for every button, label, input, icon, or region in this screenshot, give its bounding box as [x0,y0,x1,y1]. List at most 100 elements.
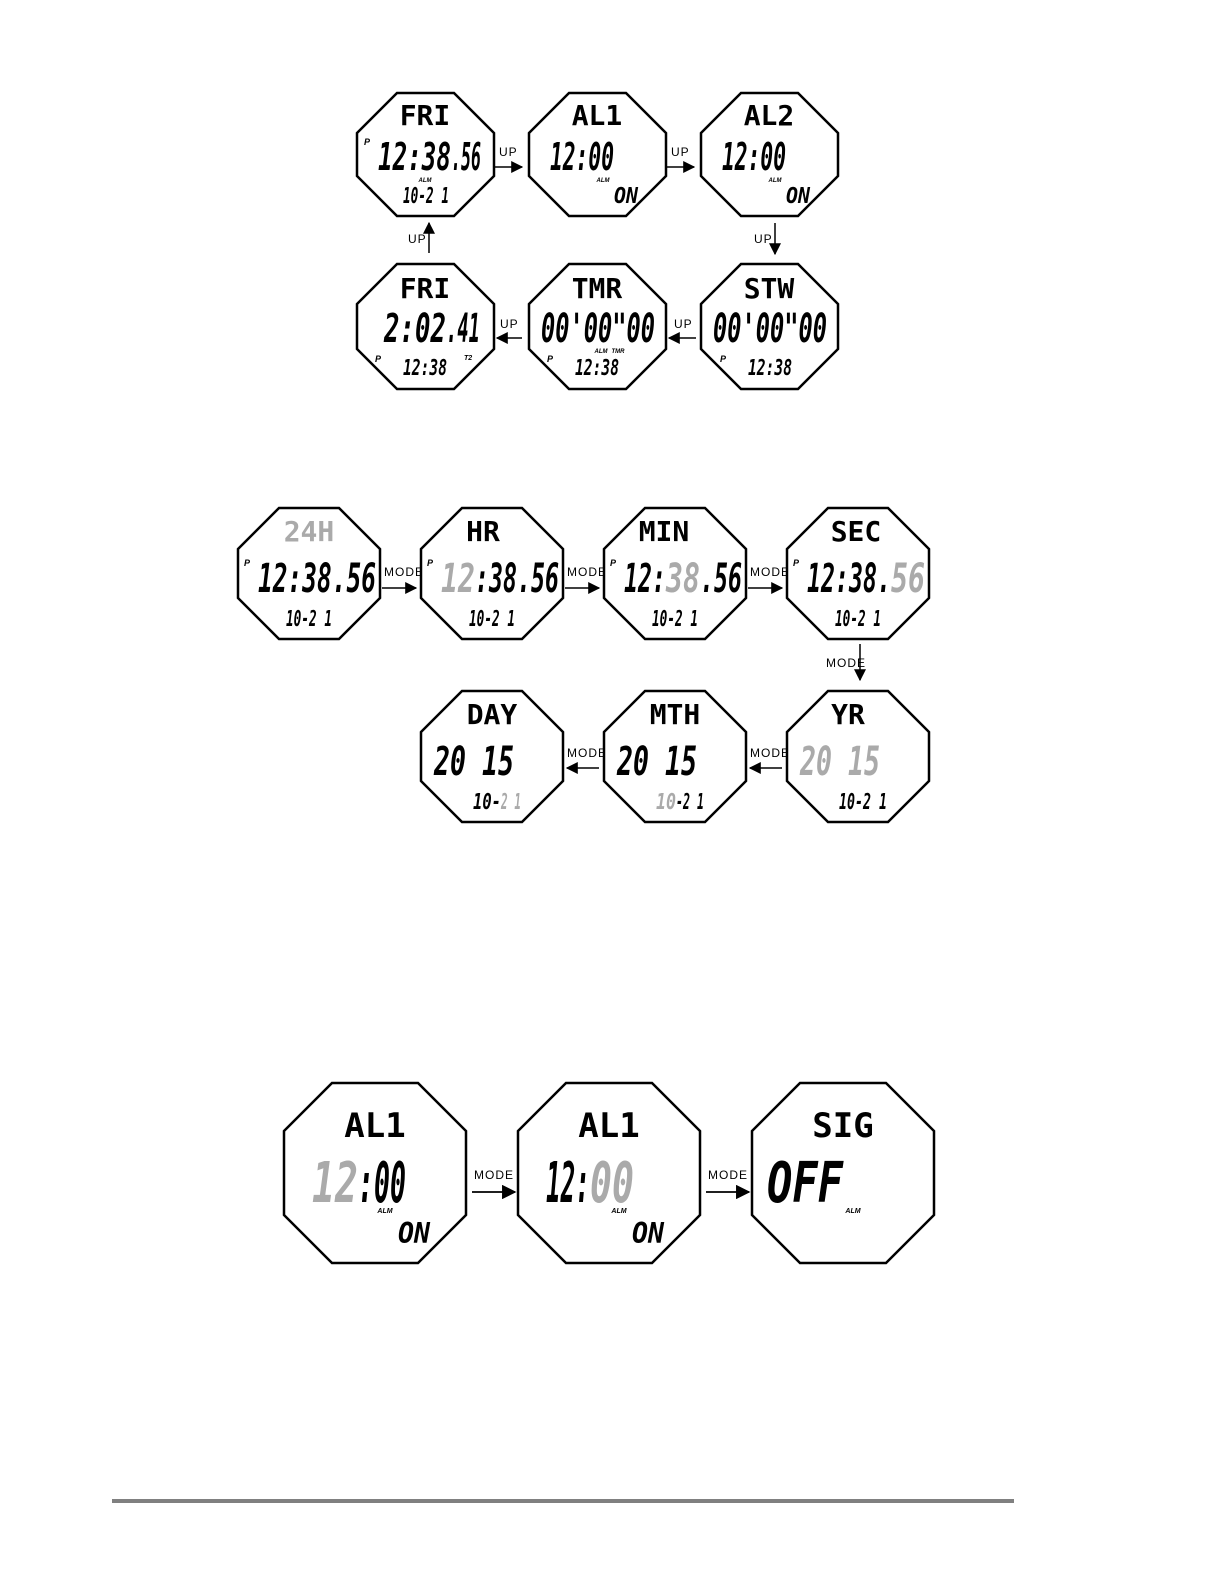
alarm-state: ON [786,184,811,209]
second-digits: 56 [891,556,925,602]
setting-label: MIN [639,515,690,548]
timer-digits: 00'00"00 [541,306,655,352]
time-hm: 2:02 [383,306,446,352]
hour-digits: 12: [624,556,666,602]
display-set-month: MTH 20 15 10 -2 1 [602,689,748,824]
sub-time: 12:38 [748,356,792,381]
tmr-indicator: TMR [612,349,626,355]
time: 12:38.56 [258,556,376,602]
arrow-label-up: UP [671,145,690,159]
pm-indicator: P [793,558,800,568]
stopwatch-digits: 00'00"00 [713,306,827,352]
rest-digits: :38.56 [475,556,559,602]
month-digits: 10- [473,790,501,815]
arrow-label-mode: MODE [826,656,866,670]
display-alarm-set-minute: AL1 12: 00 ALM ON [516,1081,702,1265]
arrow-label-mode: MODE [750,746,790,760]
format-label: 24H [284,515,335,548]
day-label: FRI [400,272,451,305]
year-digits: 20 15 [433,739,514,785]
alarm-label: AL2 [744,99,795,132]
display-set-minute: MIN P 12: 38 .56 10-2 1 [602,506,748,641]
display-set-hour: HR P 12 :38.56 10-2 1 [419,506,565,641]
setting-label: DAY [467,698,518,731]
hour-digits: 12: [546,1151,590,1216]
alarm-state: ON [632,1217,665,1250]
alm-indicator: ALM [768,178,783,184]
alarm-state: ON [398,1217,431,1250]
display-fri-dual-time: FRI 2:02 .41 P 12:38 T2 [355,262,496,391]
alm-indicator: ALM [418,178,433,184]
alm-indicator: ALM [376,1208,392,1215]
date: 10-2 1 [652,607,698,632]
mode-label: STW [744,272,795,305]
arrow-label-up: UP [500,317,519,331]
date: 10-2 1 [403,184,449,209]
arrow-label-mode: MODE [384,565,424,579]
pm-indicator: P [427,558,434,568]
minute-digits: 38 [665,556,700,602]
hm-digits: 12:38. [807,556,891,602]
signal-label: SIG [812,1106,873,1146]
year-digits: 20 15 [616,739,697,785]
display-set-day: DAY 20 15 10- 2 1 [419,689,565,824]
t2-indicator: T2 [464,355,472,362]
alarm-label: AL1 [344,1106,405,1146]
minute-digits: 00 [590,1151,634,1216]
setting-label: HR [466,515,500,548]
display-set-24h: 24H P 12:38.56 10-2 1 [236,506,382,641]
mode-label: TMR [572,272,623,305]
pm-indicator: P [610,558,617,568]
arrow-label-up: UP [674,317,693,331]
arrow-label-mode: MODE [567,746,607,760]
pm-indicator: P [720,354,727,364]
display-alarm-signal: SIG OFF ALM [750,1081,936,1265]
display-fri-time: FRI P 12:38 .56 ALM 10-2 1 [355,91,496,218]
display-timer: TMR 00'00"00 ALM TMR P 12:38 [527,262,668,391]
time-seconds: .41 [446,306,480,352]
pm-indicator: P [375,354,382,364]
hour-digits: 12 [312,1151,358,1216]
date: 10-2 1 [835,607,881,632]
day-digits: 2 1 [500,790,521,815]
arrow-label-up: UP [754,232,773,246]
display-alarm-set-hour: AL1 12 :00 ALM ON [282,1081,468,1265]
arrow-label-mode: MODE [750,565,790,579]
alarm-label: AL1 [572,99,623,132]
date: 10-2 1 [286,607,332,632]
time-hm: 12:38 [378,135,451,179]
alm-indicator: ALM [594,349,609,355]
display-set-second: SEC P 12:38. 56 10-2 1 [785,506,931,641]
alarm-state: ON [614,184,639,209]
month-digits: 10 [656,790,676,815]
hour-digits: 12 [441,556,475,602]
date: 10-2 1 [839,790,887,815]
arrow-label-mode: MODE [567,565,607,579]
setting-label: YR [831,698,865,731]
arrow-label-up: UP [499,145,518,159]
footer-rule [112,1499,1014,1503]
minute-digits: :00 [358,1151,406,1216]
arrow-label-up: UP [408,232,427,246]
sub-time: 12:38 [403,356,447,381]
year-digits: 20 15 [799,739,880,785]
alarm-time: 12:00 [722,135,786,179]
date: 10-2 1 [469,607,515,632]
pm-indicator: P [547,354,554,364]
signal-value: OFF [767,1151,844,1216]
day-label: FRI [400,99,451,132]
display-alarm1: AL1 12:00 ALM ON [527,91,668,218]
second-digits: .56 [700,556,742,602]
sub-time: 12:38 [575,356,619,381]
day-digits: -2 1 [676,790,704,815]
time-seconds: .56 [451,135,481,179]
alarm-time: 12:00 [550,135,614,179]
alm-indicator: ALM [596,178,611,184]
display-set-year: YR 20 15 10-2 1 [785,689,931,824]
display-alarm2: AL2 12:00 ALM ON [699,91,840,218]
arrow-label-mode: MODE [474,1168,514,1182]
display-stopwatch: STW 00'00"00 P 12:38 [699,262,840,391]
pm-indicator: P [244,558,251,568]
setting-label: SEC [831,515,882,548]
